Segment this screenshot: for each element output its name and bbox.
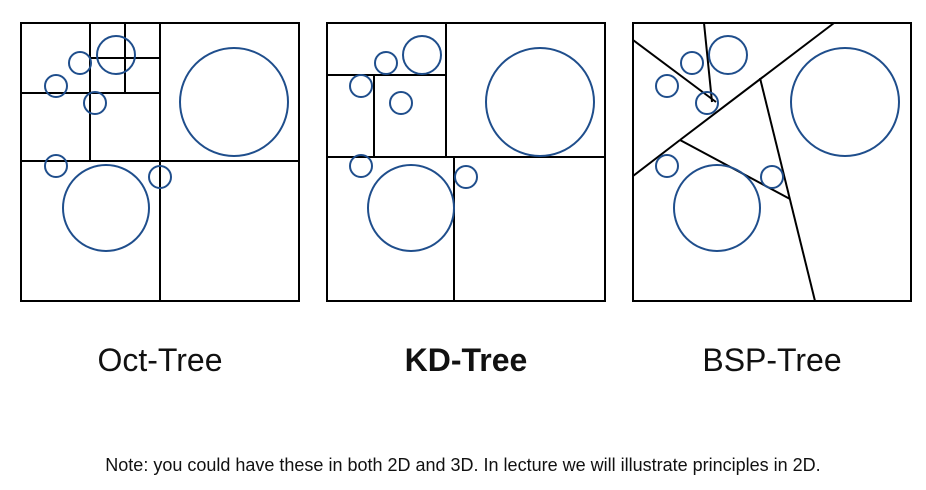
kd-tree-title: KD-Tree	[404, 342, 528, 378]
partition-line	[703, 22, 713, 103]
object-circle	[62, 164, 150, 252]
object-circle	[179, 47, 289, 157]
object-circle	[68, 51, 92, 75]
outer-boundary	[632, 22, 912, 302]
bsp-tree-diagram	[632, 22, 912, 302]
oct-tree-title: Oct-Tree	[97, 342, 223, 378]
object-circle	[44, 154, 68, 178]
kd-tree-diagram	[326, 22, 606, 302]
object-circle	[402, 35, 442, 75]
object-circle	[655, 74, 679, 98]
object-circle	[367, 164, 455, 252]
oct-tree-svg	[20, 22, 300, 302]
kd-tree-svg	[326, 22, 606, 302]
partition-line	[679, 22, 835, 141]
partition-line	[632, 39, 717, 103]
object-circle	[673, 164, 761, 252]
object-circle	[374, 51, 398, 75]
object-circle	[349, 154, 373, 178]
object-circle	[790, 47, 900, 157]
object-circle	[349, 74, 373, 98]
oct-tree-diagram	[20, 22, 300, 302]
object-circle	[485, 47, 595, 157]
object-circle	[454, 165, 478, 189]
outer-boundary	[326, 22, 606, 302]
object-circle	[96, 35, 136, 75]
footnote: Note: you could have these in both 2D an…	[105, 455, 821, 475]
object-circle	[148, 165, 172, 189]
partition-line	[632, 139, 681, 177]
object-circle	[389, 91, 413, 115]
bsp-tree-title: BSP-Tree	[702, 342, 842, 378]
object-circle	[708, 35, 748, 75]
object-circle	[680, 51, 704, 75]
bsp-tree-svg	[632, 22, 912, 302]
object-circle	[760, 165, 784, 189]
object-circle	[655, 154, 679, 178]
partition-line	[759, 77, 816, 302]
object-circle	[695, 91, 719, 115]
object-circle	[83, 91, 107, 115]
object-circle	[44, 74, 68, 98]
